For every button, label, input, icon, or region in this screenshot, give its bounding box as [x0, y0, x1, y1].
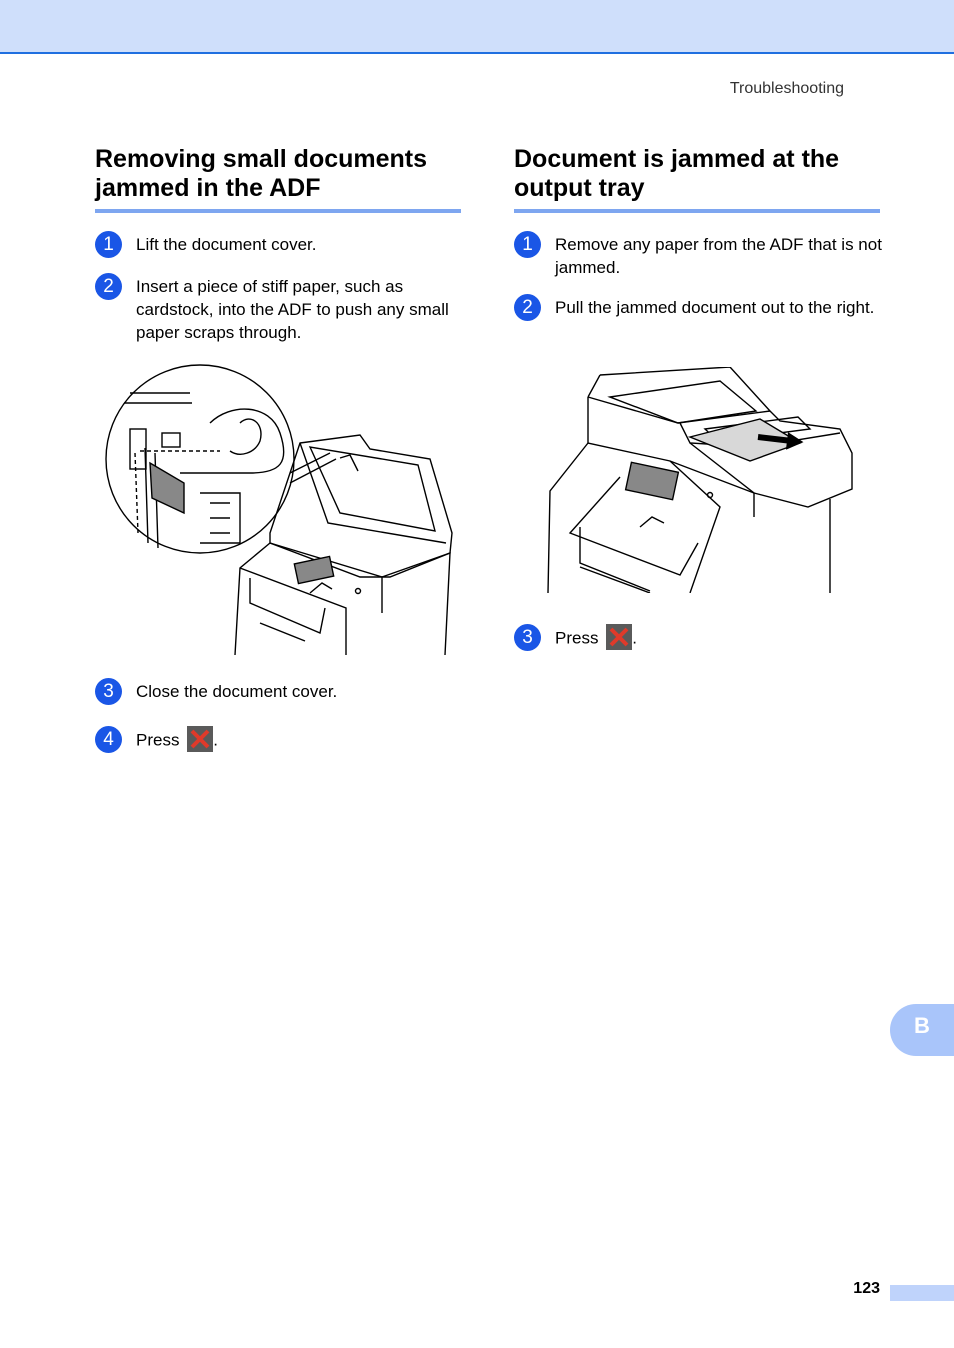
- output-tray-jam-illustration: [547, 367, 853, 593]
- x-cancel-icon: [606, 624, 633, 650]
- step-number-badge: 2: [95, 273, 122, 300]
- step-text: Remove any paper from the ADF that is no…: [555, 235, 882, 277]
- step-number-badge: 2: [514, 294, 541, 321]
- step-number-badge: 4: [95, 726, 122, 753]
- step-text: Press .: [136, 726, 466, 754]
- step-number-badge: 1: [514, 231, 541, 258]
- right-section-title: Document is jammed at the output tray: [514, 145, 880, 213]
- step-number-badge: 3: [514, 624, 541, 651]
- step-text: Press .: [555, 624, 885, 652]
- step-number-badge: 3: [95, 678, 122, 705]
- left-section: Removing small documents jammed in the A…: [95, 145, 461, 753]
- right-section: Document is jammed at the output tray 1 …: [514, 145, 882, 651]
- footer-bar: [890, 1285, 954, 1301]
- step-number-badge: 1: [95, 231, 122, 258]
- left-section-title: Removing small documents jammed in the A…: [95, 145, 461, 213]
- period: .: [632, 628, 637, 648]
- step-text: Insert a piece of stiff paper, such as c…: [136, 277, 449, 342]
- page-number: 123: [853, 1280, 880, 1297]
- running-header: Troubleshooting: [729, 80, 844, 97]
- step-text: Lift the document cover.: [136, 235, 317, 254]
- step-text: Close the document cover.: [136, 682, 338, 701]
- adf-stiff-paper-illustration: [105, 364, 453, 655]
- x-cancel-icon: [187, 726, 214, 752]
- appendix-tab-b: B: [890, 1004, 954, 1056]
- step-text: Pull the jammed document out to the righ…: [555, 298, 875, 317]
- period: .: [213, 730, 218, 750]
- press-label: Press: [555, 628, 599, 648]
- top-banner: [0, 0, 954, 54]
- press-label: Press: [136, 730, 180, 750]
